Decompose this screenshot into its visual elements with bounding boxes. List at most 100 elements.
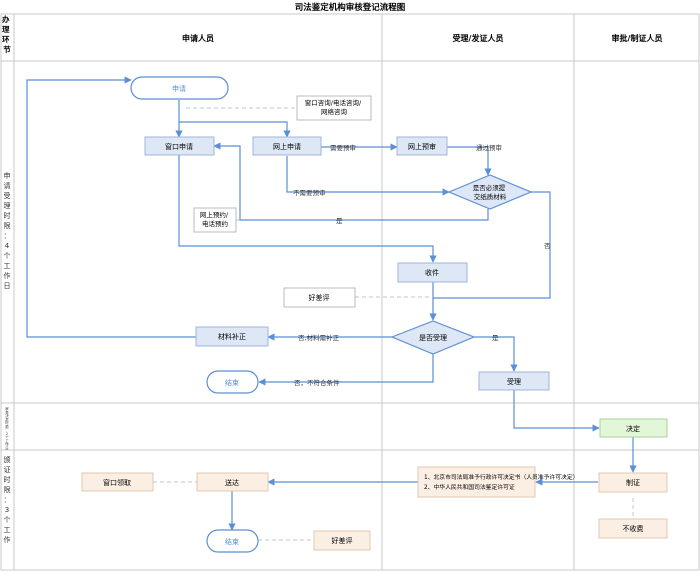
stage-label-char: 颁 [4,455,11,464]
node-make-cert-label: 制证 [626,478,640,487]
lane-header-applicant: 申请人员 [182,33,214,43]
node-docs [417,466,536,498]
decision-paper-label: 是否必须提 交纸质材料 [473,183,508,201]
edge-label-reject: 否，不符合条件 [294,378,340,387]
node-window-pickup-label: 窗口领取 [103,478,131,487]
node-good-review-1 [283,287,356,308]
stage-label-char: ： [5,428,8,432]
node-apply [130,76,229,100]
stage-label-char: 日 [5,446,8,450]
stage-header-char: 节 [3,44,11,54]
stage-label-char: 作 [5,442,9,447]
node-booking-label: 网上预约/ 电话预约 [200,210,230,228]
edge-label-yes-paper: 是 [336,217,343,225]
edge-label-no-paper: 否 [544,242,551,250]
node-decide [599,418,668,438]
node-booking-line: 网上预约/ [200,210,229,219]
node-supplement [195,326,269,347]
stage-label-char: 3 [5,506,9,514]
node-online-precheck [396,136,448,156]
node-supplement-label: 材料补正 [218,332,246,341]
stage-column-header: 办 理 环 节 [2,14,12,54]
node-online-precheck-label: 网上预审 [408,142,436,151]
stage-label-char: 工 [4,526,11,534]
stage-label-3: 颁证时限 ： 3 个工作 [4,455,11,544]
page-title: 司法鉴定机构审核登记流程图 [295,2,406,13]
flow-lines [26,76,637,531]
stage-label-char: 限 [5,424,9,429]
stage-label-char: 时 [5,420,9,425]
stage-label-char: 定 [5,417,9,422]
stage-label-char: 限 [4,485,11,494]
node-online-apply-label: 网上申请 [273,142,301,151]
stage-label-char: 证 [4,466,11,474]
stage-label-char: 2 [6,432,8,436]
lane-header-acceptor: 受理/发证人员 [453,33,504,43]
node-end-2 [206,529,259,553]
node-docs-label: 1、北京市司法局准予行政许可决定书（人员准予许可决定） 2、中华人民共和国司法鉴… [424,473,580,491]
decision-accept-label: 是否受理 [419,333,447,342]
stage-label-char: 请 [4,181,11,190]
stage-label-char: 个 [4,252,11,260]
node-consult-line: 网络咨询 [321,107,348,116]
node-no-fee-label: 不收费 [623,524,644,533]
stage-label-char: ： [4,232,11,240]
stage-label-char: ： [4,496,11,504]
stage-label-char: 时 [4,475,11,484]
stage-label-char: 时 [4,211,11,220]
node-docs-line: 2、中华人民共和国司法鉴定许可证 [424,483,515,491]
node-booking-line: 电话预约 [202,219,228,228]
decision-accept [390,320,476,355]
stage-header-char: 环 [2,35,10,44]
edge-label-pass-precheck: 通过预审 [476,143,502,152]
node-docs-line: 1、北京市司法局准予行政许可决定书（人员准予许可决定） [424,473,578,481]
edge-labels: 需要预审 通过预审 不需要预审 是 否 是 否,材料需补正 否，不符合条件 [293,143,551,387]
node-make-cert [598,472,668,493]
node-receive [397,262,468,283]
table-grid [0,13,700,571]
lane-header-approver: 审批/制证人员 [612,33,663,43]
stage-label-char: 理 [4,202,11,210]
stage-label-char: 决 [5,413,9,418]
edge-label-need-supplement: 否,材料需补正 [298,333,340,342]
node-accept [478,371,550,391]
decision-paper [447,174,533,210]
node-delivery [196,472,269,492]
stage-label-char: 日 [4,282,11,290]
stage-label-char: 作 [4,271,11,280]
node-window-apply-label: 窗口申请 [165,142,193,151]
node-good-review-2 [313,530,371,551]
edge-label-yes-accept: 是 [492,334,499,342]
node-consult [296,95,372,121]
node-window-apply [144,136,215,156]
node-online-apply [252,136,322,156]
stage-label-char: 4 [5,242,10,250]
stage-label-char: 作 [4,535,11,544]
node-good-review-2-label: 好差评 [332,536,353,545]
node-receive-label: 收件 [425,268,439,277]
node-good-review-1-label: 好差评 [309,293,330,302]
node-window-pickup [81,472,154,492]
stage-label-char: 个 [4,516,11,524]
node-delivery-label: 送达 [225,478,239,487]
node-end-1 [206,370,259,394]
node-end-1-label: 结束 [225,378,239,387]
node-no-fee [598,518,668,539]
stage-label-char: 审 [5,406,9,411]
stage-label-char: 受 [4,191,11,200]
stage-label-char: 申 [4,171,11,180]
node-decide-label: 决定 [626,424,640,433]
stage-header-char: 办 [2,14,10,24]
stage-label-char: 工 [5,439,9,443]
stage-label-char: 工 [4,262,11,270]
node-end-2-label: 结束 [225,537,239,546]
stage-label-char: 查 [5,409,9,414]
decision-paper-line: 交纸质材料 [474,192,507,201]
edge-label-need-precheck: 需要预审 [330,143,356,152]
node-consult-label: 窗口咨询/电话咨询/ 网络咨询 [305,98,363,116]
